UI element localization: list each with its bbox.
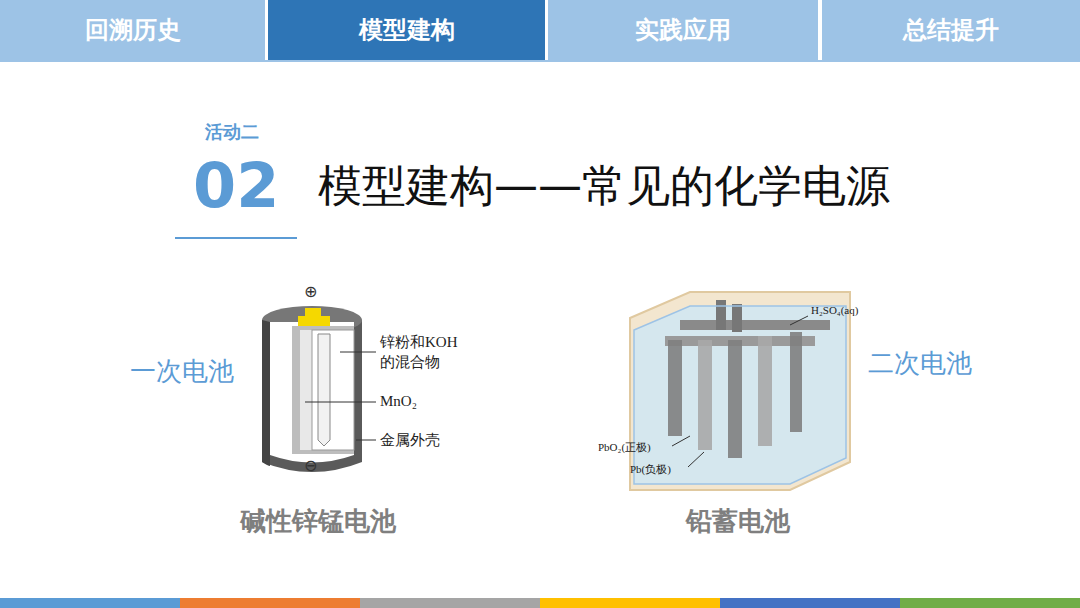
color-stripe bbox=[0, 598, 1080, 608]
activity-label: 活动二 bbox=[205, 120, 259, 144]
tab-text: 回溯历史 bbox=[85, 14, 181, 46]
alkaline-battery bbox=[262, 306, 376, 472]
type-label: 一次电池 bbox=[130, 354, 234, 389]
terminal-symbol: ⊕ bbox=[304, 282, 317, 301]
part-label: 金属外壳 bbox=[380, 431, 440, 450]
battery-name: 铅蓄电池 bbox=[686, 504, 790, 539]
type-label: 二次电池 bbox=[868, 346, 972, 381]
nav-tab: 总结提升 bbox=[822, 0, 1080, 60]
part-label: PbO₂(正极) bbox=[598, 440, 651, 455]
nav-line bbox=[0, 60, 1080, 62]
nav-tab: 回溯历史 bbox=[0, 0, 265, 60]
battery-name: 碱性锌锰电池 bbox=[240, 504, 396, 539]
section-number: 02 bbox=[193, 148, 279, 224]
tab-text: 实践应用 bbox=[635, 14, 731, 46]
lead-acid-battery bbox=[630, 292, 850, 490]
part-label: 锌粉和KOH的混合物 bbox=[380, 332, 472, 372]
tab-text: 总结提升 bbox=[903, 14, 999, 46]
part-label: MnO₂ bbox=[380, 393, 417, 410]
terminal-symbol: ⊖ bbox=[304, 456, 317, 475]
part-label: Pb(负极) bbox=[630, 462, 671, 477]
nav-tab: 模型建构 bbox=[268, 0, 545, 60]
tab-text: 模型建构 bbox=[359, 14, 455, 46]
nav-tab: 实践应用 bbox=[548, 0, 818, 60]
underline bbox=[175, 237, 297, 239]
slide-title: 模型建构——常见的化学电源 bbox=[318, 158, 890, 214]
part-label: H₂SO₄(aq) bbox=[811, 304, 858, 316]
